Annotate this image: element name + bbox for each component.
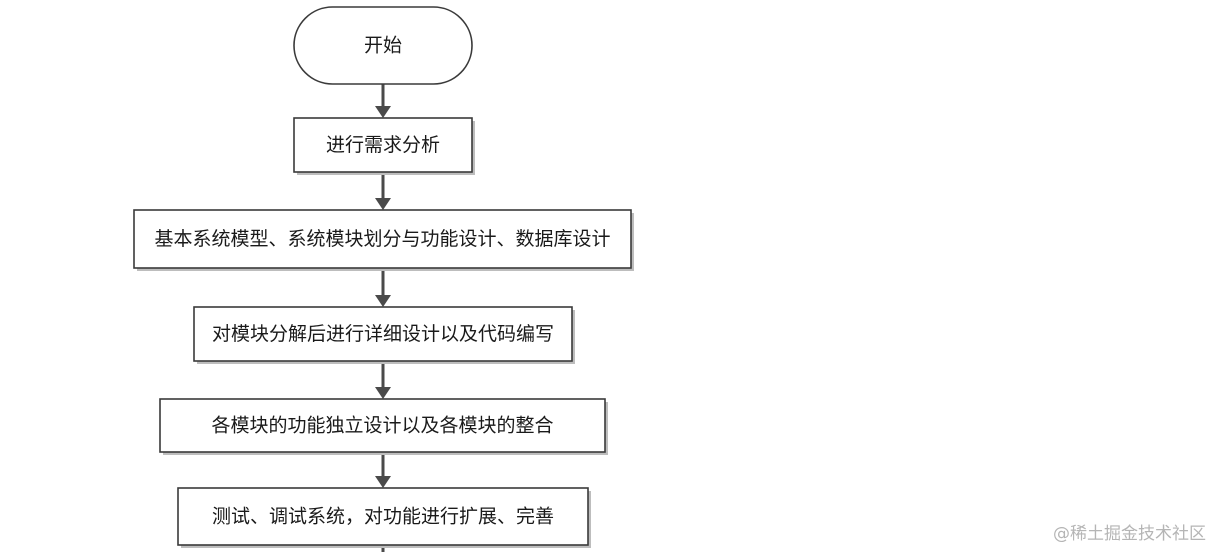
node-label: 进行需求分析 [326,134,440,156]
flow-node-integration: 各模块的功能独立设计以及各模块的整合 [159,398,608,455]
node-label: 各模块的功能独立设计以及各模块的整合 [211,415,553,437]
flow-node-system-design: 基本系统模型、系统模块划分与功能设计、数据库设计 [133,209,634,271]
node-label: 对模块分解后进行详细设计以及代码编写 [212,323,554,345]
process-box [133,209,632,269]
flow-arrow-3 [375,361,391,399]
arrowhead [375,476,391,488]
flow-node-detailed-design: 对模块分解后进行详细设计以及代码编写 [193,306,575,364]
arrowhead [375,387,391,399]
flow-node-requirements: 进行需求分析 [293,117,475,175]
arrowhead [375,295,391,307]
arrowhead [375,198,391,210]
flow-arrow-0 [375,84,391,118]
flow-node-start: 开始 [293,6,473,85]
flow-node-testing: 测试、调试系统，对功能进行扩展、完善 [177,487,591,548]
watermark-text: @稀土掘金技术社区 [1053,524,1206,544]
node-layer: 开始进行需求分析基本系统模型、系统模块划分与功能设计、数据库设计对模块分解后进行… [133,6,634,548]
flow-arrow-2 [375,268,391,307]
node-label: 测试、调试系统，对功能进行扩展、完善 [212,506,554,528]
process-box [293,117,473,173]
arrowhead [375,106,391,118]
process-box [159,398,606,453]
process-box [177,487,589,546]
terminal-shape [293,6,473,85]
process-box [193,306,573,362]
flow-arrow-4 [375,452,391,488]
node-label: 开始 [364,35,402,57]
flow-arrow-1 [375,172,391,210]
node-label: 基本系统模型、系统模块划分与功能设计、数据库设计 [154,228,610,250]
